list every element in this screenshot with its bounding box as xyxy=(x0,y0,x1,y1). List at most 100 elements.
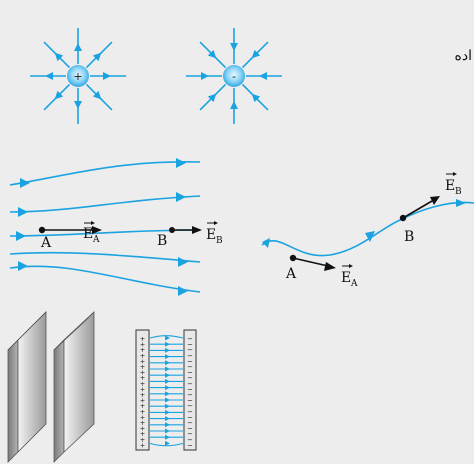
field-arrowhead xyxy=(165,335,170,341)
label-ea-subscript: A xyxy=(92,235,100,245)
nonuniform-field-arrowheads xyxy=(16,158,188,296)
plate-sign: + xyxy=(140,357,145,365)
curved-label-ea-letter: E xyxy=(341,270,351,286)
field-arrowhead xyxy=(92,52,102,62)
arrowhead xyxy=(176,158,186,168)
parallel-plates-3d xyxy=(7,311,95,463)
plate-top xyxy=(53,311,95,351)
arrowhead xyxy=(18,261,28,271)
arrowhead xyxy=(16,231,26,241)
plate-sign: − xyxy=(187,363,193,371)
field-arrowhead xyxy=(74,43,82,51)
plate-sign: − xyxy=(187,357,193,365)
curved-label-eb: E B xyxy=(445,172,462,197)
label-a: A xyxy=(40,235,52,251)
curved-label-ea-subscript: A xyxy=(350,279,358,289)
plate-sign: − xyxy=(187,408,193,416)
vector-ea-arrowhead xyxy=(92,226,102,234)
field-line xyxy=(9,251,201,263)
field-arrowhead xyxy=(165,354,170,360)
positive-charge-sign: + xyxy=(73,70,82,83)
plate-sign: − xyxy=(187,413,193,421)
field-arrowhead xyxy=(165,341,170,347)
field-line xyxy=(9,161,201,186)
field-arrowhead xyxy=(165,403,170,409)
positive-charge-field xyxy=(30,28,126,124)
plate-sign: + xyxy=(140,419,145,427)
plate-sign: + xyxy=(140,413,145,421)
curved-line-arrowhead xyxy=(262,238,270,248)
curved-label-a: A xyxy=(285,266,297,282)
curved-vector-ea-arrowhead xyxy=(324,262,336,271)
label-eb-subscript: B xyxy=(216,236,223,246)
negative-charge-sign: - xyxy=(232,70,236,83)
plate-sign: − xyxy=(187,385,193,393)
field-line xyxy=(149,335,184,339)
label-b: B xyxy=(157,233,167,249)
plate-sign: + xyxy=(140,441,145,449)
plate-face xyxy=(17,311,47,453)
header-text: اده xyxy=(455,48,472,64)
plate-edge xyxy=(53,339,65,463)
field-arrowhead xyxy=(259,72,267,80)
field-arrowhead xyxy=(92,90,102,100)
plate-sign: + xyxy=(140,380,145,388)
plate-sign: − xyxy=(187,380,193,388)
curved-label-ea: E A xyxy=(341,264,358,289)
field-arrowhead xyxy=(165,360,170,366)
field-line xyxy=(9,195,201,213)
plate-sign: − xyxy=(187,419,193,427)
plate-edge xyxy=(7,339,19,463)
plate-sign: − xyxy=(187,341,193,349)
field-arrowhead xyxy=(165,385,170,391)
plate-sign: + xyxy=(140,391,145,399)
positive-plate xyxy=(135,329,150,451)
field-arrowhead xyxy=(251,49,261,59)
plate-sign: − xyxy=(187,352,193,360)
field-arrowhead xyxy=(230,43,238,51)
field-arrowhead xyxy=(251,93,261,103)
plate-sign: − xyxy=(187,436,193,444)
field-arrowhead xyxy=(54,52,64,62)
plate-sign: + xyxy=(140,363,145,371)
curved-label-b: B xyxy=(404,229,414,245)
vector-eb-arrowhead xyxy=(192,226,202,234)
field-arrowhead xyxy=(165,347,170,353)
plate-sign: + xyxy=(140,335,145,343)
curved-line-arrowhead xyxy=(365,231,375,242)
plate-sign: − xyxy=(187,369,193,377)
curved-vector-eb xyxy=(402,200,433,219)
plate-sign: + xyxy=(140,425,145,433)
field-line xyxy=(9,265,201,293)
field-arrowhead xyxy=(165,416,170,422)
plate-top xyxy=(7,311,47,351)
field-arrowhead xyxy=(165,378,170,384)
label-eb-letter: E xyxy=(206,227,216,243)
capacitor-cross-section: ++++++++++++++++++++ −−−−−−−−−−−−−−−−−−−… xyxy=(135,329,197,451)
curved-label-eb-subscript: B xyxy=(455,187,462,197)
plate-sign: − xyxy=(187,346,193,354)
field-arrowhead xyxy=(201,72,209,80)
plate-sign: + xyxy=(140,402,145,410)
negative-plate-signs: −−−−−−−−−−−−−−−−−−−− xyxy=(187,335,193,449)
label-ea: E A xyxy=(83,221,100,245)
plate-sign: + xyxy=(140,346,145,354)
field-arrowhead xyxy=(74,101,82,109)
plate-sign: + xyxy=(140,341,145,349)
plate-sign: − xyxy=(187,425,193,433)
curved-line-arrowhead xyxy=(456,199,466,207)
field-arrowhead xyxy=(103,72,111,80)
plate-sign: − xyxy=(187,335,193,343)
field-arrowhead xyxy=(165,409,170,415)
arrowhead xyxy=(178,257,188,267)
capacitor-field-lines xyxy=(149,335,184,447)
arrowhead xyxy=(18,207,28,217)
field-line xyxy=(149,442,184,447)
field-arrowhead xyxy=(230,101,238,109)
positive-plate-signs: ++++++++++++++++++++ xyxy=(140,335,145,449)
plate-sign: + xyxy=(140,369,145,377)
field-arrowhead xyxy=(165,372,170,378)
plate-sign: + xyxy=(140,374,145,382)
plate-sign: + xyxy=(140,436,145,444)
